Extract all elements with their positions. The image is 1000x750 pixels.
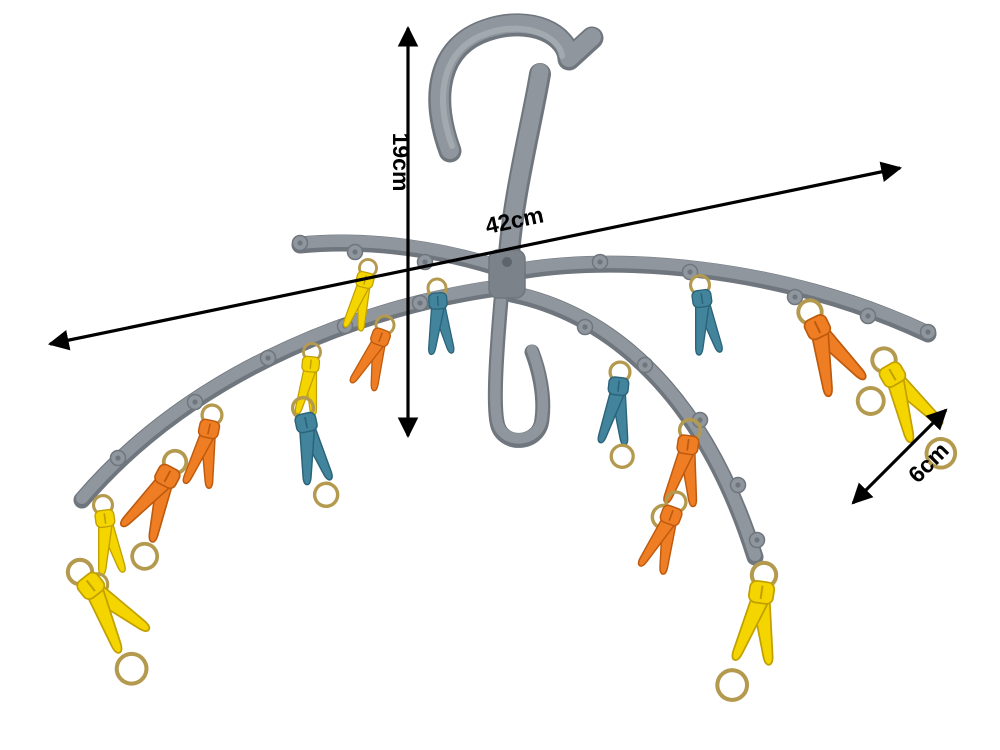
clip-attachment-knob bbox=[186, 393, 204, 411]
clothespin-clip bbox=[290, 395, 340, 509]
width-dimension-arrow bbox=[47, 161, 903, 351]
clothespin-clip bbox=[597, 360, 635, 469]
clip-attachment-knob bbox=[109, 449, 127, 467]
clip-attachment-knob bbox=[786, 288, 804, 306]
metal-ring bbox=[715, 668, 750, 702]
height-dimension-label: 19cm bbox=[388, 133, 414, 192]
clip-attachment-knob bbox=[576, 318, 594, 336]
clothespin-clip bbox=[182, 403, 224, 489]
clip-attachment-knob bbox=[346, 243, 364, 261]
clip-attachment-knob bbox=[411, 294, 429, 312]
metal-ring bbox=[855, 386, 886, 416]
clip-prong bbox=[731, 593, 771, 661]
clothespin-clip bbox=[870, 346, 958, 470]
hanger-lower-loop bbox=[487, 292, 551, 448]
clip-prong bbox=[119, 473, 173, 528]
depth-dimension-arrow bbox=[851, 408, 948, 505]
clothespin-clip bbox=[715, 560, 779, 702]
clip-attachment-knob bbox=[748, 531, 766, 549]
clothespin-clip bbox=[65, 557, 151, 686]
metal-ring bbox=[130, 541, 160, 571]
clip-prong bbox=[294, 365, 318, 415]
metal-ring bbox=[609, 443, 635, 469]
clip-attachment-knob bbox=[636, 356, 654, 374]
width-dimension-label: 42cm bbox=[483, 201, 546, 238]
clip-attachment-knob bbox=[919, 323, 937, 341]
clip-prong bbox=[298, 426, 316, 486]
clothespin-clip bbox=[119, 448, 189, 571]
clothespin-clip bbox=[688, 273, 723, 356]
clip-prong bbox=[597, 387, 626, 444]
clip-prong bbox=[182, 429, 216, 485]
clip-attachment-knob bbox=[729, 476, 747, 494]
hub-pivot-screw bbox=[502, 257, 512, 267]
metal-ring bbox=[312, 481, 340, 509]
clip-attachment-knob bbox=[591, 253, 609, 271]
clip-attachment-knob bbox=[291, 234, 309, 252]
clip-attachment-knob bbox=[859, 307, 877, 325]
clip-prong bbox=[637, 514, 677, 567]
clip-attachment-knob bbox=[259, 349, 277, 367]
hanger-hook bbox=[428, 13, 604, 163]
clip-prong bbox=[84, 585, 123, 654]
clips-layer bbox=[65, 258, 958, 702]
clothespin-clip bbox=[637, 490, 688, 575]
metal-ring bbox=[114, 651, 149, 686]
hanger-hub bbox=[488, 249, 526, 299]
